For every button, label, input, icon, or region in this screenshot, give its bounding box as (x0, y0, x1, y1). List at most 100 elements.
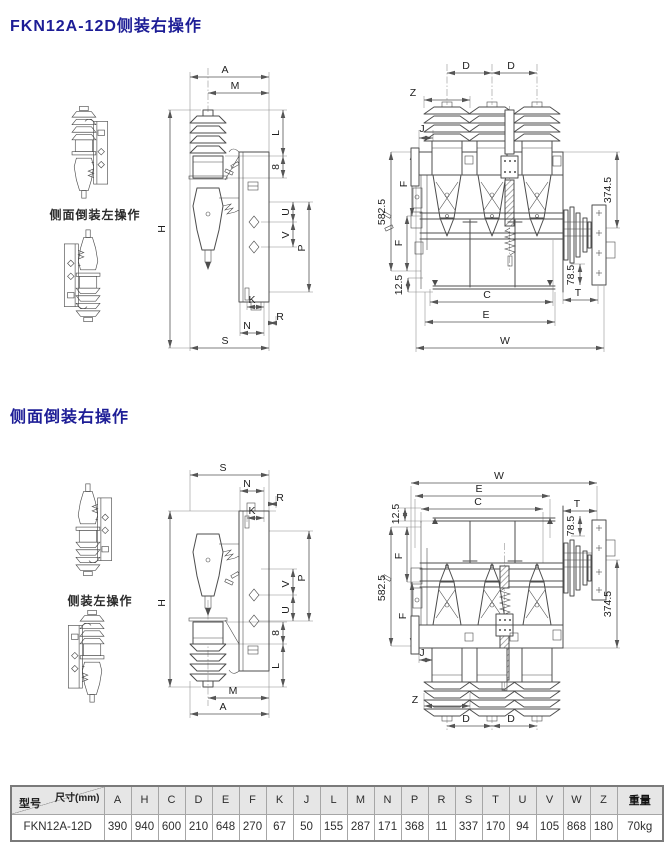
dim-label-A: A (221, 64, 228, 76)
dim-label-H2: H (156, 599, 168, 607)
col-header-9: M (346, 785, 375, 815)
front-view-inverted-drawing: S N R K H P V U 8 L M A (156, 462, 313, 718)
inverted-left-mount-view (75, 483, 113, 577)
col-header-2: C (157, 785, 186, 815)
dim-label-A2: A (219, 701, 226, 713)
front2-insulator-bushing (188, 617, 228, 688)
dim-label-W: W (500, 335, 510, 347)
dim-label-8: 8 (270, 164, 282, 170)
value-cell-16: 105 (535, 813, 564, 842)
col-header-10: N (373, 785, 402, 815)
value-cell-18: 180 (589, 813, 618, 842)
col-header-14: T (481, 785, 510, 815)
dim-label-F2-2: F (397, 613, 409, 619)
col-header-13: S (454, 785, 483, 815)
value-cell-5: 270 (238, 813, 267, 842)
side-mount-left-upright-view (71, 105, 109, 199)
corner-label-model: 型号 (19, 797, 41, 810)
dim-label-N: N (243, 320, 251, 332)
dim-label-12-5-2: 12.5 (390, 504, 402, 525)
value-cell-11: 368 (400, 813, 429, 842)
dim-label-D1-2: D (462, 713, 470, 725)
dim-label-374-5-2: 374.5 (602, 591, 614, 617)
dim-label-T2: T (574, 498, 581, 510)
dim-label-F2: F (393, 240, 405, 246)
dim-label-Z2: Z (412, 694, 419, 706)
value-cell-6: 67 (265, 813, 294, 842)
dim-label-D2: D (507, 60, 515, 72)
dim-label-F1: F (398, 181, 410, 187)
front2-mechanism-body (192, 533, 240, 645)
dim-label-F1-2: F (393, 553, 405, 559)
section1-left-view-label: 侧面倒装左操作 (49, 208, 141, 222)
corner-label-size: 尺寸(mm) (55, 793, 100, 804)
dim-label-C2: C (474, 496, 482, 508)
dim-label-V2: V (280, 580, 292, 587)
col-header-0: A (103, 785, 132, 815)
front1-mounting-plate (228, 148, 270, 311)
value-cell-0: 390 (103, 813, 132, 842)
value-cell-4: 648 (211, 813, 240, 842)
dim-label-12-5: 12.5 (393, 275, 405, 296)
dim-label-K: K (248, 294, 255, 306)
upright-left-mount-view (67, 609, 105, 703)
col-header-19: 重量 (616, 785, 664, 815)
side2-extension-lines (391, 486, 620, 730)
dim-label-S: S (221, 335, 228, 347)
col-header-6: K (265, 785, 294, 815)
model-cell: FKN12A-12D (10, 813, 105, 842)
col-header-5: F (238, 785, 267, 815)
value-cell-14: 170 (481, 813, 510, 842)
section2-left-view-label: 侧装左操作 (67, 594, 133, 608)
front2-mounting-plate (228, 502, 270, 674)
dim-label-L: L (270, 130, 282, 136)
side1-dimension-lines (388, 70, 620, 351)
value-cell-9: 287 (346, 813, 375, 842)
side2-bushings (423, 647, 561, 722)
value-cell-8: 155 (319, 813, 348, 842)
side1-bushings (423, 101, 562, 176)
dim-label-H: H (156, 225, 168, 233)
value-cell-7: 50 (292, 813, 321, 842)
col-header-4: E (211, 785, 240, 815)
col-header-11: P (400, 785, 429, 815)
col-header-12: R (427, 785, 456, 815)
dim-label-Z: Z (410, 87, 417, 99)
dim-label-78-5-2: 78.5 (565, 516, 577, 537)
side-view-inverted-drawing: W E C T 12.5 78.5 582.5 F F 374.5 J Z D … (376, 470, 620, 730)
dim-label-U2: U (280, 606, 292, 614)
side2-operating-mechanism (563, 519, 616, 601)
side2-frame (382, 505, 564, 655)
side1-operating-mechanism (563, 204, 616, 286)
value-cell-13: 337 (454, 813, 483, 842)
side-view-right-mount-drawing: D D Z J 582.5 F F 12.5 C E W T 78.5 374.… (376, 60, 620, 352)
side-mount-left-inverted-view (63, 229, 101, 323)
dim-label-K2: K (248, 505, 255, 517)
section1-title: FKN12A-12D侧装右操作 (10, 18, 202, 35)
dim-label-U: U (280, 208, 292, 216)
table-corner-cell: 尺寸(mm) 型号 (10, 785, 105, 815)
col-header-17: W (562, 785, 591, 815)
side2-rails-and-droppers (419, 517, 564, 588)
value-cell-12: 11 (427, 813, 456, 842)
value-cell-2: 600 (157, 813, 186, 842)
side2-dimension-lines (388, 480, 620, 729)
dim-label-L2: L (270, 663, 282, 669)
front1-insulator-bushing (188, 109, 228, 180)
front2-dimension-lines (167, 472, 312, 717)
dim-label-E2: E (475, 483, 482, 495)
dim-label-C: C (483, 289, 491, 301)
dim-label-N2: N (243, 478, 251, 490)
col-header-18: Z (589, 785, 618, 815)
dim-label-78-5: 78.5 (565, 265, 577, 286)
dim-label-M2: M (229, 685, 238, 697)
col-header-16: V (535, 785, 564, 815)
dim-label-582-5: 582.5 (376, 199, 388, 225)
value-cell-1: 940 (130, 813, 159, 842)
dim-label-W2: W (494, 470, 504, 482)
side1-interrupters (432, 174, 552, 237)
side1-rails-and-droppers (419, 212, 564, 290)
